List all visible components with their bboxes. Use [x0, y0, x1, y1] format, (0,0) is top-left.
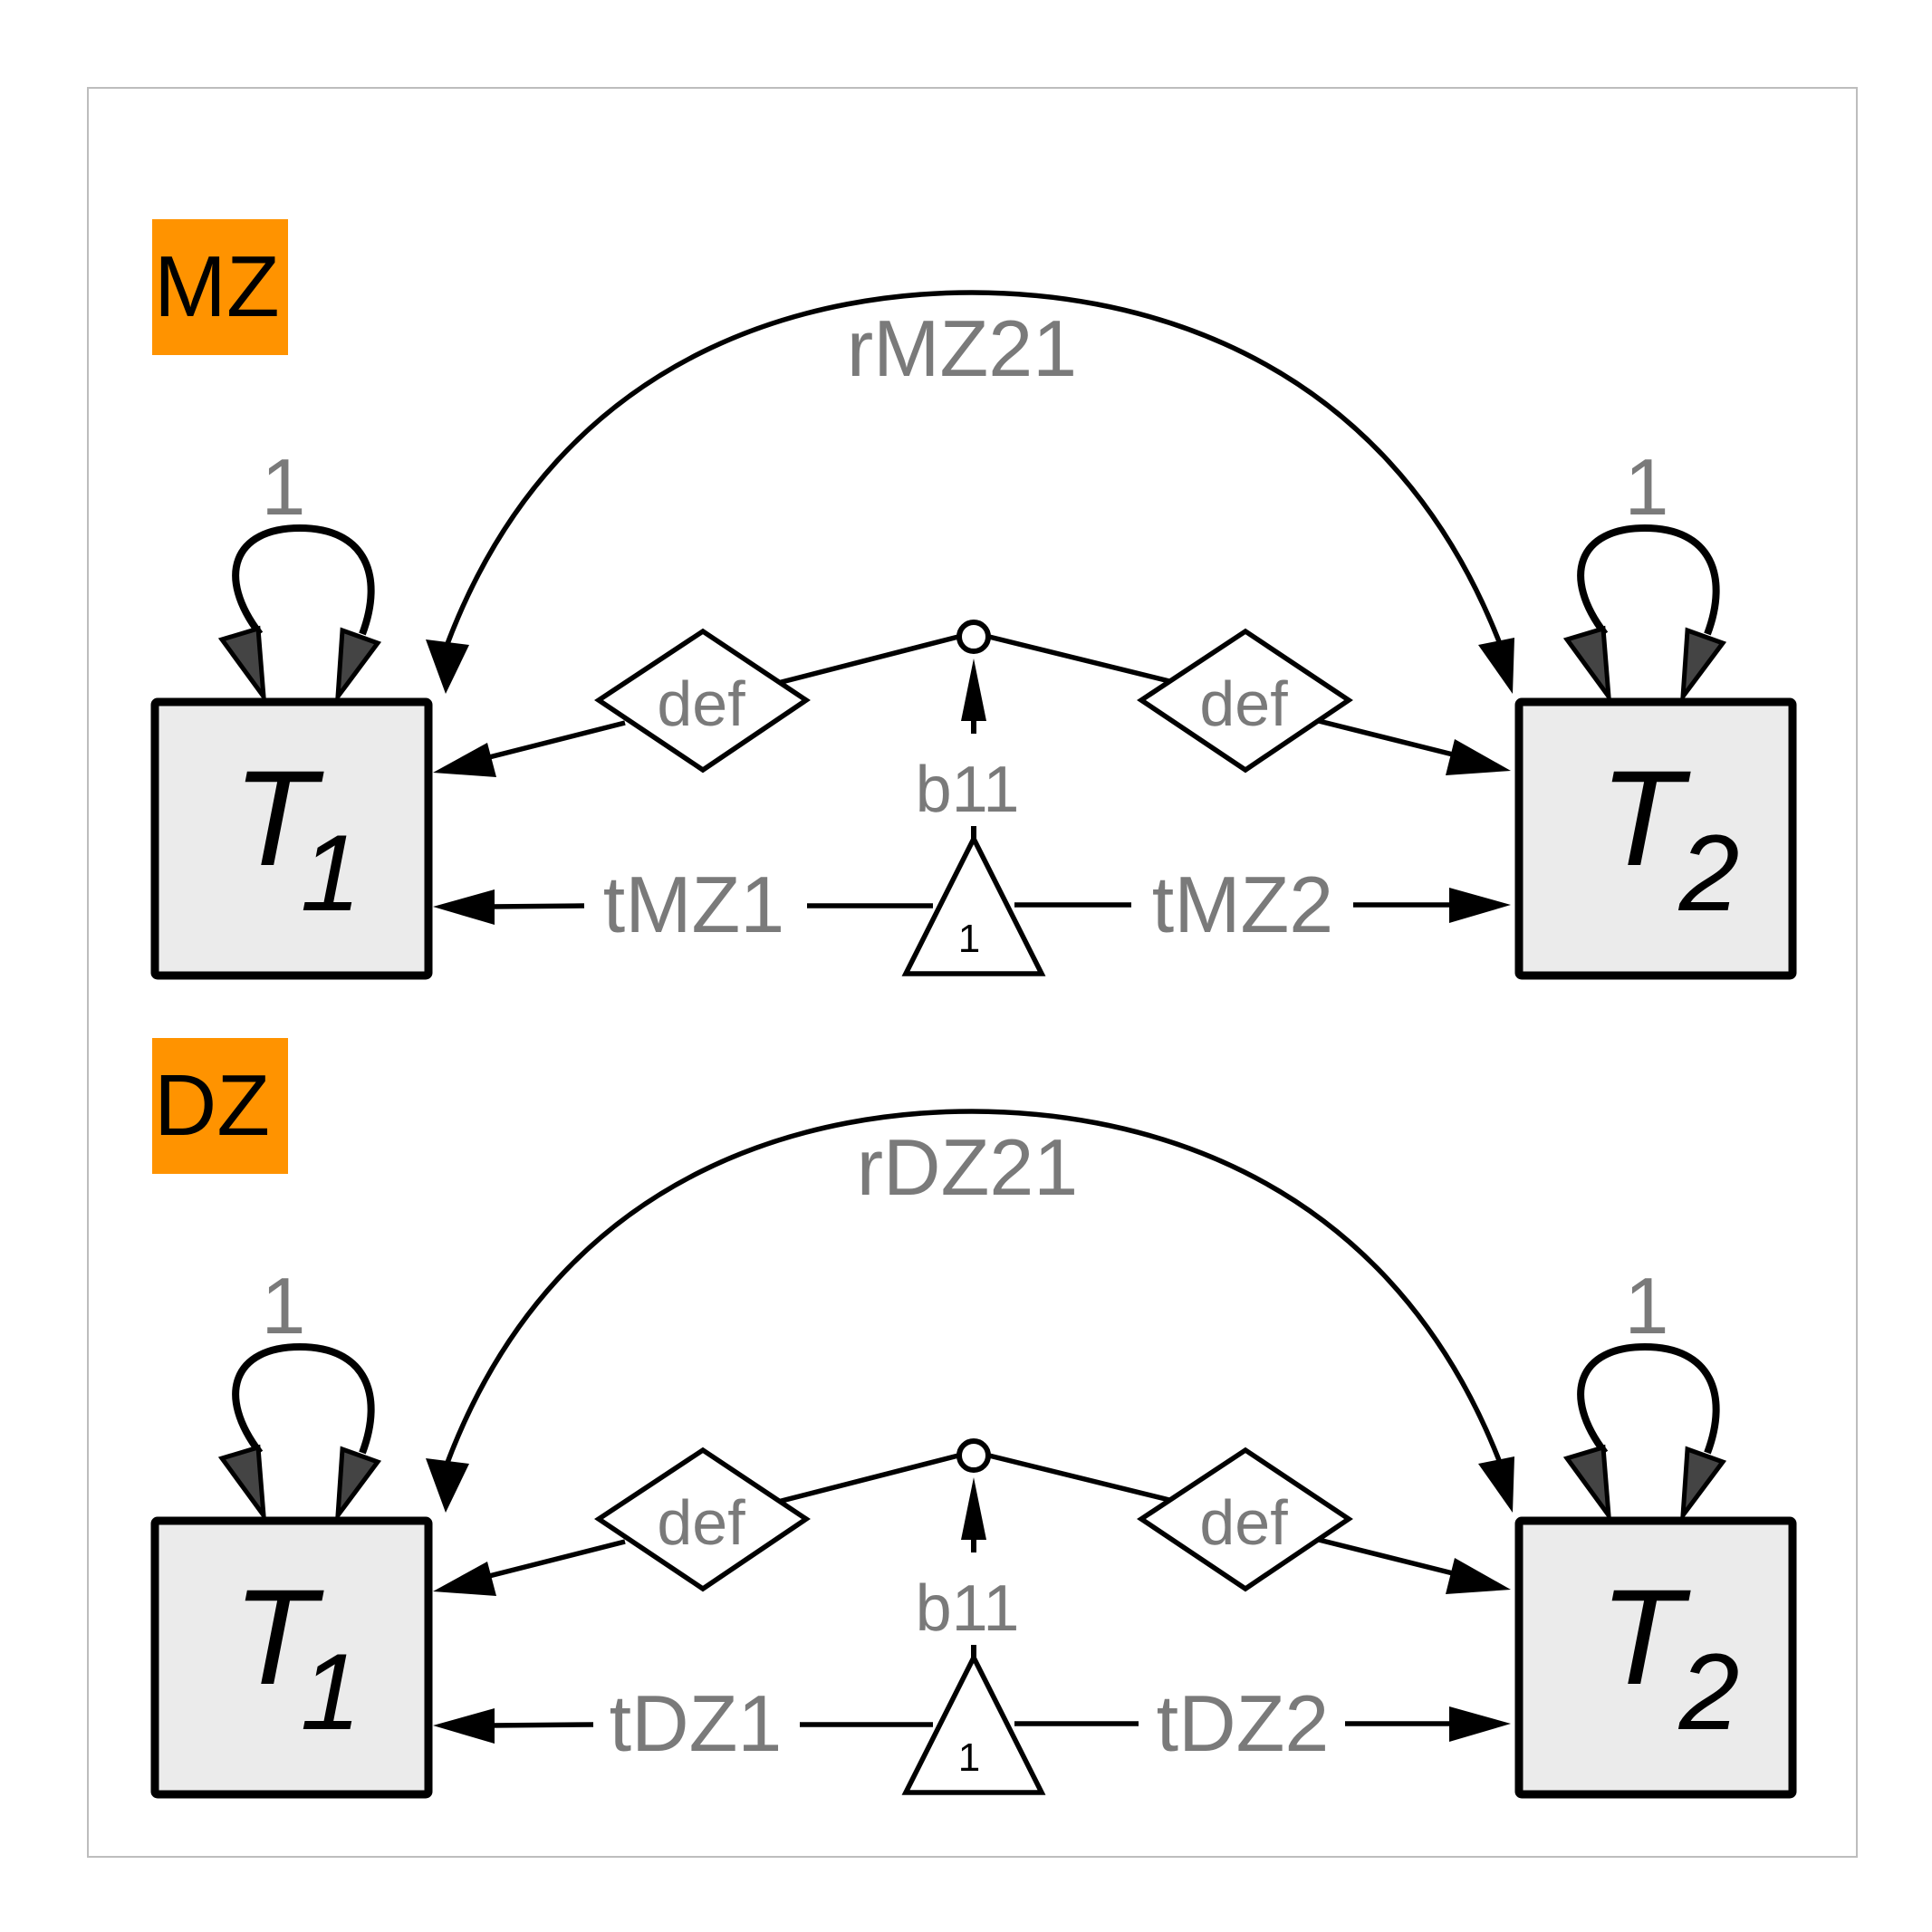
- mean-path-left-outer: [488, 903, 585, 909]
- group-dz: rDZ21 1 1 def def b11 1: [150, 1109, 1797, 1799]
- covariance-arrowhead-left: [426, 639, 469, 694]
- group-mz: rMZ21 1 1 def def: [150, 290, 1797, 980]
- variance-loop-head-t2-a: [1562, 1444, 1612, 1523]
- def-line-left-lower: [488, 1539, 626, 1579]
- node-label-t1: T: [233, 742, 324, 894]
- variance-loop-head-t1-a: [217, 1444, 267, 1523]
- def-label-right: def: [1199, 668, 1288, 739]
- covariance-arrowhead-left: [426, 1458, 469, 1513]
- manifest-node-t2[interactable]: [1514, 697, 1797, 980]
- covariance-label: rDZ21: [857, 1122, 1079, 1212]
- def-line-left-upper: [774, 1453, 959, 1505]
- mean-path-label-right: tDZ2: [1157, 1678, 1330, 1768]
- variance-loop-t1[interactable]: [232, 1342, 375, 1456]
- node-sub-t1: 1: [301, 812, 361, 934]
- def-diamond-right[interactable]: [1137, 1447, 1353, 1592]
- variance-loop-t2[interactable]: [1577, 1342, 1720, 1456]
- manifest-node-t1[interactable]: [150, 697, 433, 980]
- variance-loop-head-t2-a: [1562, 625, 1612, 705]
- diagram-frame: [87, 87, 1858, 1858]
- def-line-right-lower: [1318, 718, 1454, 757]
- variance-loop-head-t2-b: [1679, 627, 1727, 705]
- b11-arrowhead: [961, 658, 986, 721]
- b11-label: b11: [916, 1572, 1020, 1645]
- mean-arrowhead-left: [433, 889, 495, 925]
- variance-loop-head-t1-b: [334, 627, 382, 705]
- mean-arrowhead-left: [433, 1708, 495, 1744]
- def-diamond-left[interactable]: [594, 628, 811, 774]
- node-label-t2: T: [1600, 1561, 1691, 1713]
- def-arrowhead-left: [433, 1562, 496, 1596]
- def-line-left-upper: [774, 634, 959, 687]
- mean-triangle[interactable]: [901, 832, 1046, 976]
- def-arrowhead-right: [1446, 739, 1511, 775]
- covariance-arrowhead-right: [1478, 638, 1514, 694]
- variance-label-t1: 1: [262, 442, 306, 532]
- covariance-label: rMZ21: [847, 303, 1077, 393]
- variance-loop-head-t1-a: [217, 625, 267, 705]
- mean-path-label-left: tDZ1: [610, 1678, 783, 1768]
- mean-path-label-right: tMZ2: [1152, 860, 1333, 949]
- mean-arrowhead-right: [1449, 1706, 1511, 1742]
- b11-arrowhead: [961, 1477, 986, 1540]
- b11-label: b11: [916, 754, 1020, 826]
- def-diamond-left[interactable]: [594, 1447, 811, 1592]
- covariance-arrowhead-right: [1478, 1456, 1514, 1513]
- def-arrowhead-right: [1446, 1558, 1511, 1594]
- def-line-right-lower: [1318, 1537, 1454, 1576]
- group-tag-dz: DZ: [152, 1038, 288, 1174]
- def-arrowhead-left: [433, 743, 496, 777]
- node-sub-t2: 2: [1678, 1631, 1740, 1753]
- variance-loop-head-t2-b: [1679, 1446, 1727, 1523]
- variance-loop-t2[interactable]: [1577, 524, 1720, 637]
- def-line-left-lower: [488, 720, 626, 760]
- variance-label-t1: 1: [262, 1261, 306, 1350]
- node-sub-t1: 1: [301, 1631, 361, 1753]
- variance-loop-t1[interactable]: [232, 524, 375, 637]
- def-line-right-upper: [988, 1453, 1170, 1503]
- node-sub-t2: 2: [1678, 812, 1740, 934]
- covariance-arc[interactable]: [443, 1109, 1504, 1468]
- def-label-left: def: [657, 668, 745, 739]
- def-label-left: def: [657, 1487, 745, 1558]
- mean-triangle[interactable]: [901, 1651, 1046, 1795]
- mean-path-label-left: tMZ1: [603, 860, 784, 949]
- group-tag-mz: MZ: [152, 219, 288, 355]
- node-label-t2: T: [1600, 742, 1691, 894]
- variance-loop-head-t1-b: [334, 1446, 382, 1523]
- moderation-node[interactable]: [956, 1438, 991, 1473]
- mean-label: 1: [958, 1735, 980, 1780]
- variance-label-t2: 1: [1625, 442, 1669, 532]
- variance-label-t2: 1: [1625, 1261, 1669, 1350]
- mean-arrowhead-right: [1449, 888, 1511, 923]
- manifest-node-t2[interactable]: [1514, 1516, 1797, 1799]
- mean-label: 1: [958, 917, 980, 961]
- moderation-node[interactable]: [956, 620, 991, 654]
- node-label-t1: T: [233, 1561, 324, 1713]
- def-diamond-right[interactable]: [1137, 628, 1353, 774]
- def-line-right-upper: [988, 634, 1170, 684]
- manifest-node-t1[interactable]: [150, 1516, 433, 1799]
- def-label-right: def: [1199, 1487, 1288, 1558]
- covariance-arc[interactable]: [443, 290, 1504, 649]
